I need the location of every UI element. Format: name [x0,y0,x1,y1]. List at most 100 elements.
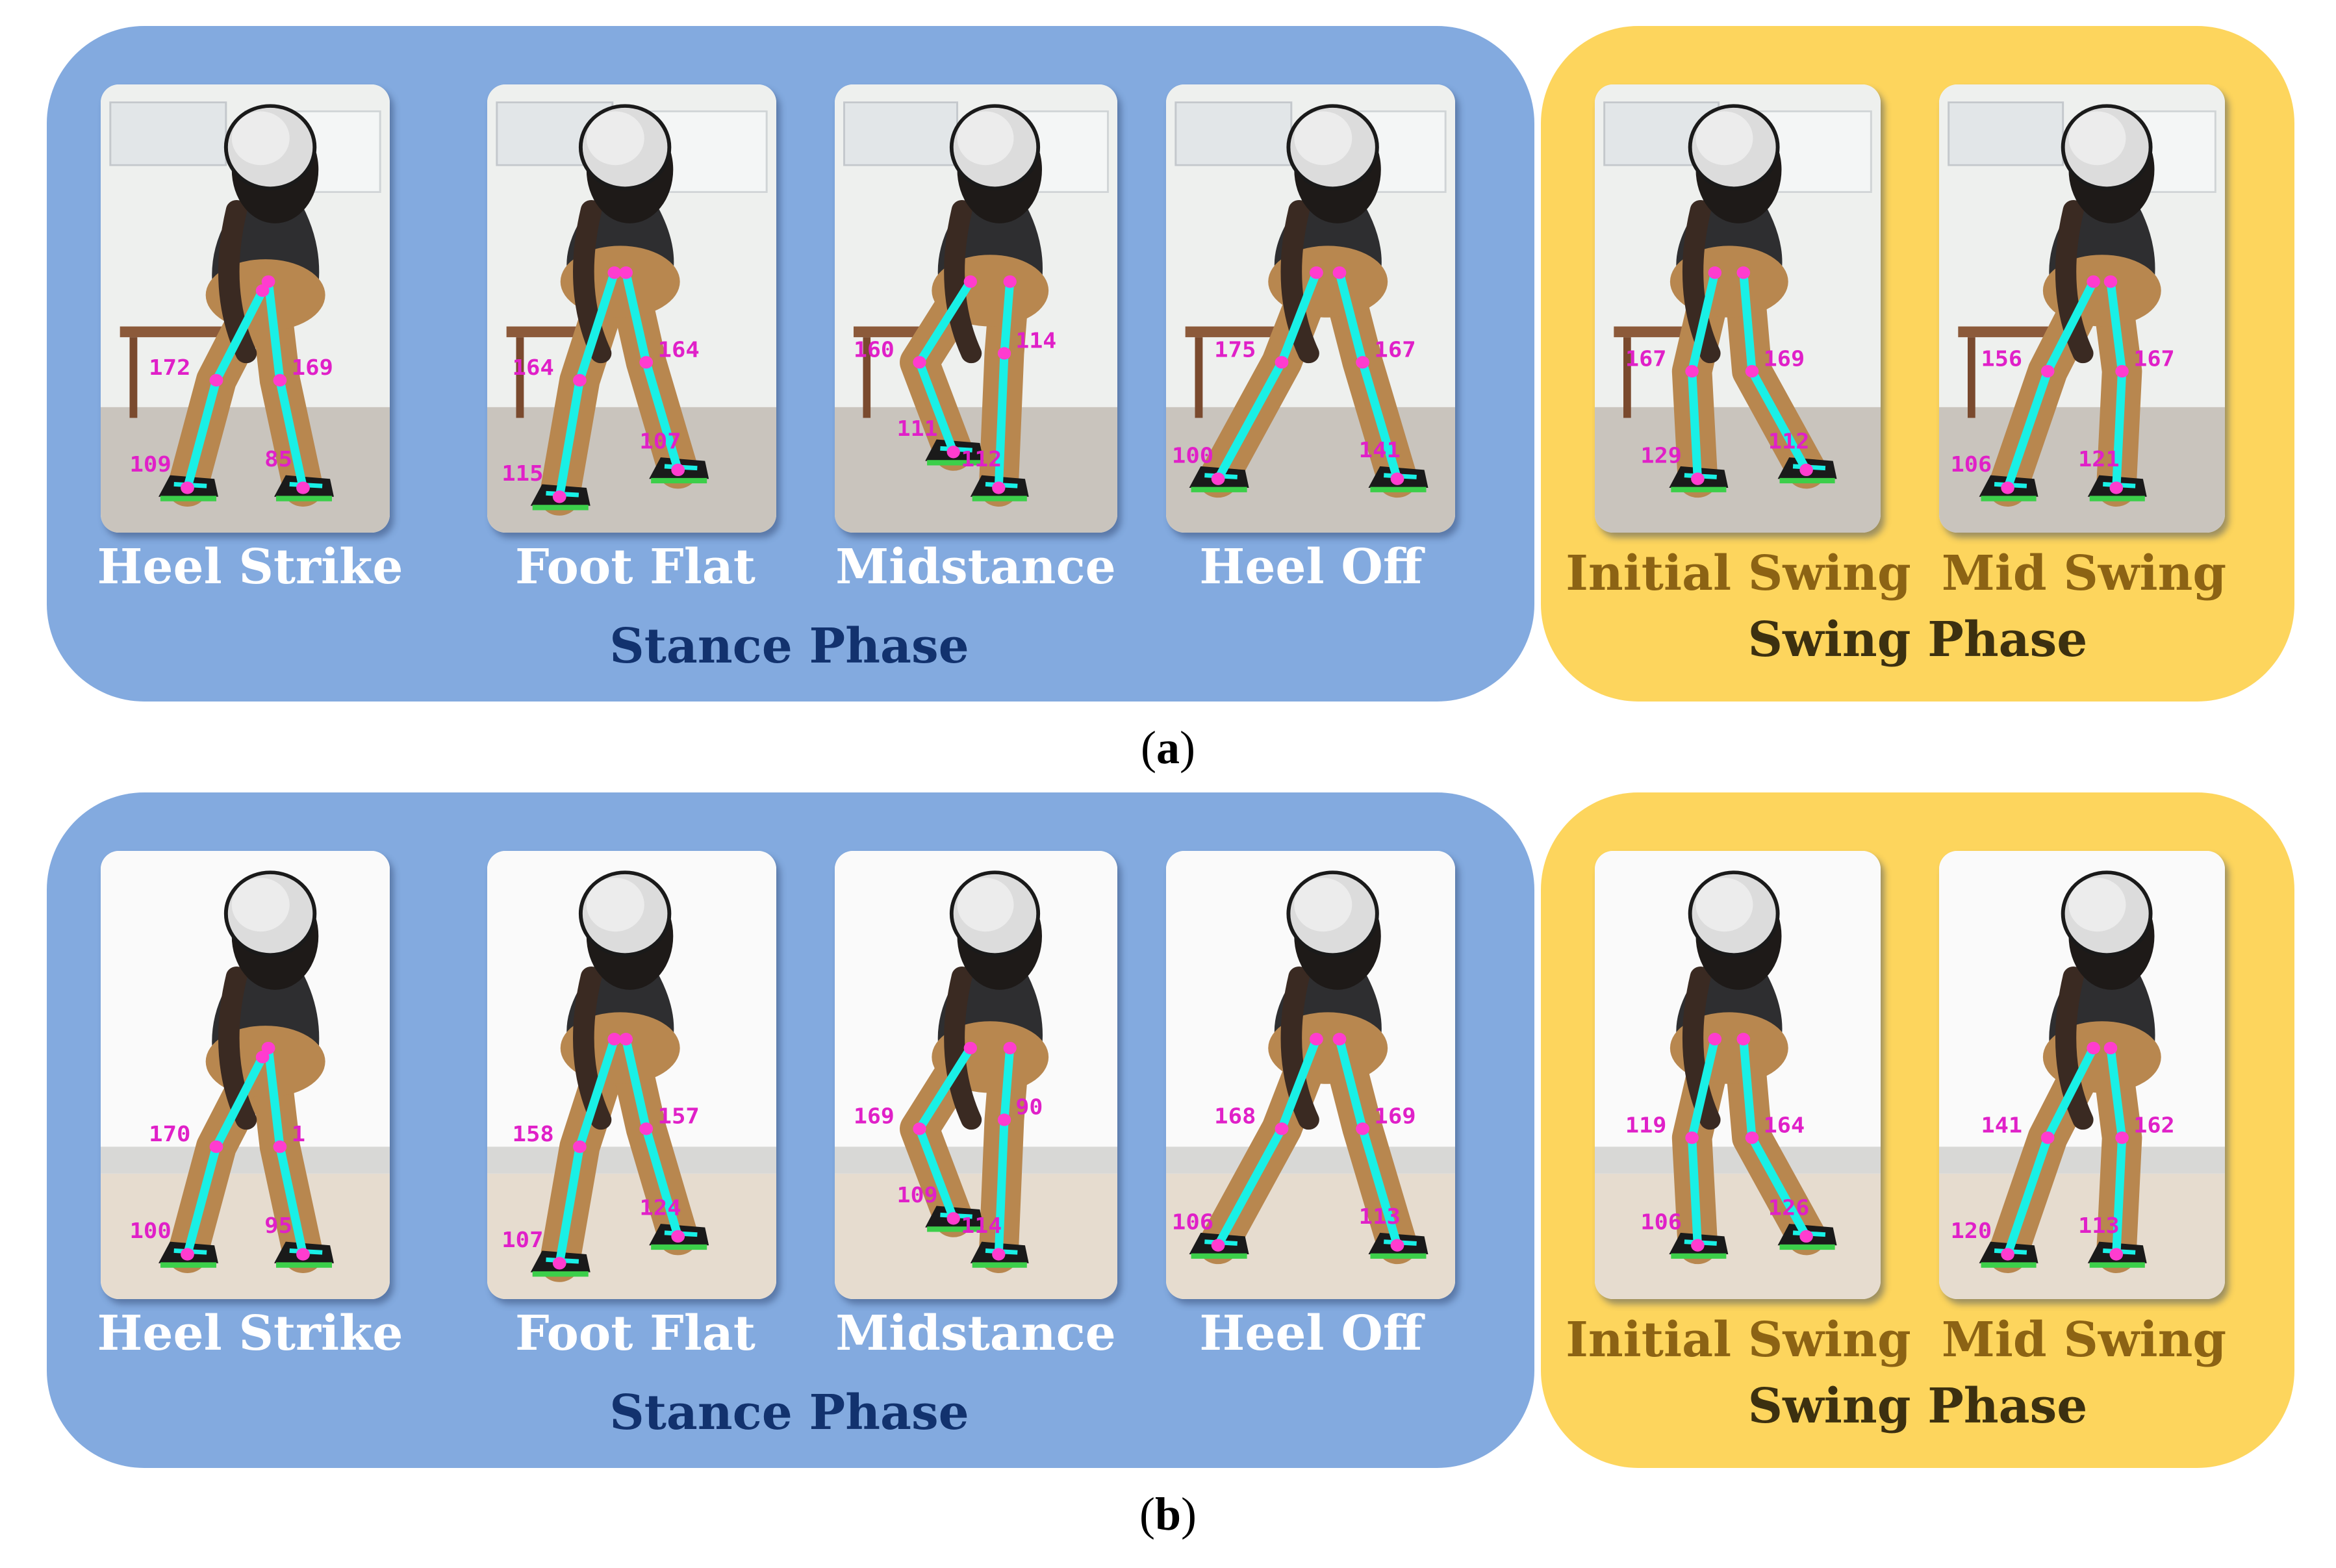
joint-angle-label: 129 [1640,443,1682,468]
floor [1939,1173,2225,1299]
skeleton-thigh [212,1053,267,1151]
skeleton-thigh [1739,268,1757,375]
stance-phase-title: Stance Phase [609,1385,969,1441]
joint-angle-label: 112 [1768,429,1810,454]
skeleton-thigh [212,286,267,385]
joint-angle-label: 169 [1374,1104,1416,1130]
floor [1939,407,2225,533]
joint-marker [181,1248,194,1261]
joint-marker [261,275,275,288]
phase-label-heel-off: Heel Off [1199,539,1423,595]
phase-label-midstance: Midstance [835,539,1116,595]
joint-marker [1691,472,1705,485]
skeleton-thigh [1000,1044,1015,1124]
joint-marker [273,1140,287,1154]
joint-angle-label: 111 [897,416,938,442]
joint-marker [997,347,1011,360]
joint-marker [2103,275,2118,288]
joint-angle-label: 172 [149,355,190,381]
joint-angle-label: 164 [658,338,700,363]
skeleton-thigh [621,1035,651,1133]
joint-marker [2087,1041,2100,1055]
floor [1595,1173,1881,1299]
skeleton-shin [994,349,1009,492]
joint-marker [1332,1033,1347,1046]
joint-marker [1310,266,1323,279]
skeleton-thigh [1277,1035,1321,1133]
swing-phase-title: Swing Phase [1747,612,2088,668]
joint-marker [639,1122,654,1135]
phase-label-heel-strike: Heel Strike [97,539,403,595]
joint-angle-label: 119 [1625,1113,1667,1138]
joint-marker [2001,481,2014,494]
skeleton-thigh [1688,268,1720,375]
joint-marker [992,1248,1006,1261]
joint-angle-label: 169 [1764,346,1805,372]
joint-marker [1799,463,1813,477]
joint-marker [2103,1041,2118,1055]
phase-label-initial-swing: Initial Swing [1566,546,1911,601]
floor [1595,407,1881,533]
joint-marker [913,356,926,369]
joint-angle-label: 113 [2078,1213,2120,1239]
skeleton-shin [555,376,585,501]
skeleton-shin [915,1124,958,1223]
joint-marker [1275,1122,1289,1135]
skeleton-shin [2003,1133,2052,1259]
joint-angle-label: 156 [1981,346,2023,372]
joint-angle-label: 170 [149,1122,190,1147]
joint-angle-label: 124 [639,1195,681,1220]
joint-marker [1275,356,1289,369]
joint-marker [2115,364,2129,378]
joint-marker [607,1033,622,1046]
caption-b: (b) [1139,1488,1197,1540]
joint-marker [997,1113,1011,1126]
joint-marker [639,356,654,369]
skeleton-thigh [1688,1035,1720,1142]
joint-angle-label: 157 [658,1104,700,1130]
joint-angle-label: 106 [1640,1209,1682,1235]
joint-angle-label: 106 [1172,1209,1213,1235]
joint-angle-label: 90 [1015,1094,1043,1120]
skeleton-shin [994,1115,1009,1259]
joint-marker [181,481,194,494]
skeleton-thigh [915,277,975,367]
skeleton-thigh [621,268,651,367]
skeleton-shin [555,1143,585,1268]
skeleton-shin [2112,1133,2127,1259]
joint-marker [913,1122,926,1135]
joint-marker [946,1212,960,1225]
joint-angle-label: 106 [1951,452,1992,477]
joint-angle-label: 109 [897,1183,938,1208]
joint-marker [1332,266,1347,279]
floor [101,407,390,533]
joint-angle-label: 141 [1359,438,1401,463]
joint-marker [1736,1033,1751,1046]
joint-angle-label: 107 [639,429,681,454]
joint-marker [296,1248,310,1261]
joint-marker [296,481,310,494]
floor [487,1173,776,1299]
skeleton-shin [1688,1133,1702,1250]
joint-angle-label: 112 [961,447,1002,472]
joint-marker [1799,1230,1813,1243]
joint-angle-label: 85 [264,447,292,472]
skeleton-thigh [1739,1035,1757,1142]
skeleton-shin [915,358,958,457]
joint-marker [209,1140,223,1154]
skeleton-thigh [1277,268,1321,367]
joint-angle-label: 126 [1768,1195,1810,1220]
